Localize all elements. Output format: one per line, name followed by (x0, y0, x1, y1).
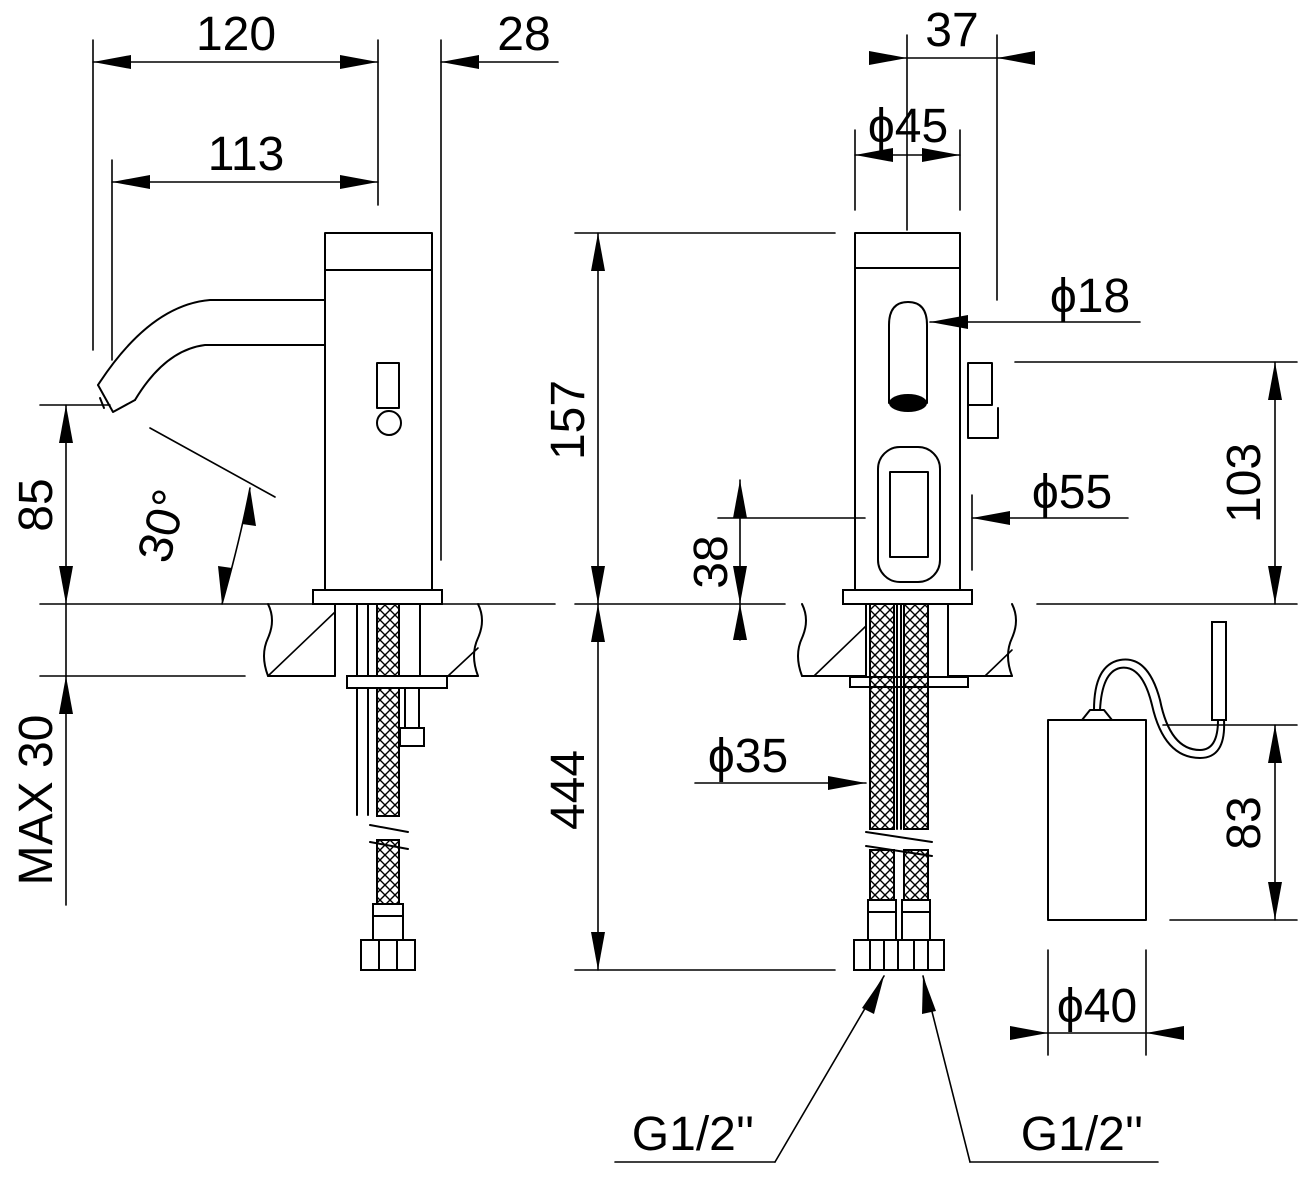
dim-103-label: 103 (1218, 443, 1271, 523)
dim-444: 444 (542, 603, 836, 971)
dim-max30: MAX 30 (10, 675, 73, 906)
hoses-side (346, 603, 448, 971)
dim-45-label: ϕ45 (868, 100, 948, 153)
dim-35: ϕ35 (694, 730, 867, 790)
dim-157: 157 (542, 232, 836, 605)
dim-157-label: 157 (542, 380, 595, 460)
dim-85-label: 85 (10, 478, 63, 531)
dim-120-label: 120 (196, 8, 276, 61)
deck-section-side (263, 603, 483, 677)
dim-38-label: 38 (685, 535, 738, 588)
dim-83-label: 83 (1218, 796, 1271, 849)
dim-55-label: ϕ55 (1032, 466, 1112, 519)
front-view: 37 ϕ45 (542, 4, 1298, 1163)
faucet-body-front (842, 232, 999, 605)
dim-40: ϕ40 (1010, 949, 1184, 1056)
dim-30-label: 30° (128, 484, 198, 568)
connection-left-label: G1/2'' (632, 1108, 754, 1161)
dim-28-label: 28 (497, 8, 550, 61)
dim-113: 113 (111, 128, 379, 361)
control-box (1047, 621, 1227, 921)
dim-444-label: 444 (542, 750, 595, 830)
connection-right-leader: G1/2'' (922, 975, 1159, 1163)
dim-30-angle: 30° (128, 427, 276, 605)
dim-113-label: 113 (208, 128, 285, 181)
faucet-body-side (97, 232, 443, 605)
dim-18: ϕ18 (929, 270, 1141, 329)
dim-40-label: ϕ40 (1057, 980, 1137, 1033)
dim-103: 103 (1014, 361, 1298, 605)
dim-max30-label: MAX 30 (10, 715, 63, 886)
dim-85: 85 (10, 404, 111, 605)
hoses-front (853, 603, 945, 971)
dim-83: 83 (1162, 724, 1298, 921)
connection-right-label: G1/2'' (1021, 1108, 1143, 1161)
dim-55: ϕ55 (971, 466, 1129, 571)
dim-35-label: ϕ35 (708, 730, 788, 783)
dim-37-label: 37 (925, 4, 978, 57)
dim-120: 120 (92, 8, 379, 351)
connection-left-leader: G1/2'' (614, 975, 885, 1163)
side-view: 120 28 113 (10, 8, 559, 971)
dim-18-label: ϕ18 (1050, 270, 1130, 323)
dim-28: 28 (440, 8, 559, 561)
dim-37: 37 (869, 4, 1035, 301)
dim-38: 38 (685, 479, 866, 641)
dim-45: ϕ45 (854, 100, 961, 211)
